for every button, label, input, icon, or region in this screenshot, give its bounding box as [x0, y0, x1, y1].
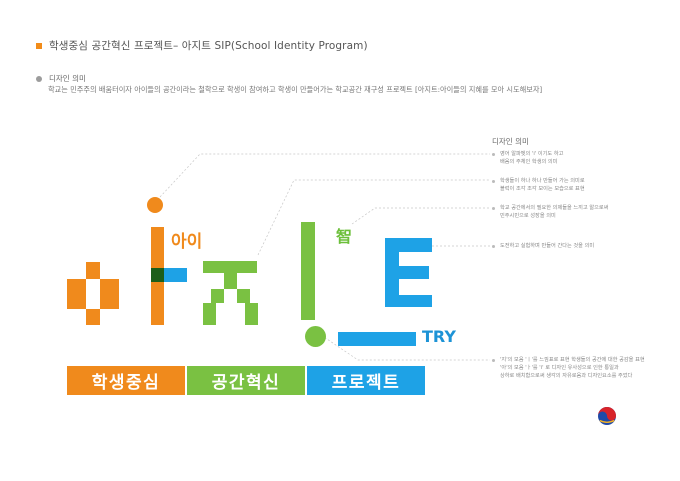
note-5: '지'의 모음 'ㅣ'를 느낌표로 표현 학생들의 공간에 대한 공감을 표현 …: [492, 356, 645, 380]
logo-e-bar: [385, 238, 432, 252]
logo-a-block: [86, 309, 100, 325]
logo-ji-block: [224, 273, 237, 289]
note-5-line-1: '지'의 모음 'ㅣ'를 느낌표로 표현 학생들의 공간에 대한 공감을 표현: [500, 357, 645, 363]
note-3: 학교 공간에서의 필요한 의제들을 느끼고 앎으로써 민주시민으로 성장을 의미: [492, 204, 608, 220]
note-5-line-2: '아'의 모음 'ㅏ'를 'i' 로 디자인 유사성으로 인한 통일과: [500, 365, 619, 371]
leader-3: [351, 207, 490, 225]
circle-bullet-icon: [36, 75, 42, 82]
note-2: 학생들이 하나 하나 만들어 가는 의미로 블럭이 조각 조각 모이는 모습으로…: [492, 177, 585, 193]
logo-e-bar: [399, 295, 432, 307]
meaning-description: 학교는 민주주의 배움터이자 아이들의 공간이라는 철학으로 학생이 참여하고 …: [48, 85, 543, 94]
bar-project: 프로젝트: [307, 366, 425, 395]
note-2-line-1: 학생들이 하나 하나 만들어 가는 의미로: [500, 178, 585, 184]
note-3-line-2: 민주시민으로 성장을 의미: [500, 213, 556, 219]
note-dot-icon: [492, 359, 495, 362]
meaning-label: 디자인 의미: [49, 74, 86, 83]
logo-i-join: [151, 268, 164, 282]
logo-ai-label: 아이: [171, 232, 203, 252]
logo-a-block: [100, 293, 119, 309]
logo-a-block: [86, 262, 100, 279]
logo-a-block: [67, 279, 86, 293]
note-4: 도전하고 실험하며 만들어 간다는 것을 의미: [492, 242, 594, 250]
page-title: 학생중심 공간혁신 프로젝트– 아지트 SIP(School Identity …: [49, 40, 368, 52]
side-heading: 디자인 의미: [492, 137, 529, 146]
leader-1: [159, 153, 490, 198]
logo-i-arm: [164, 268, 187, 282]
note-1-line-2: 배움의 주체인 학생의 의미: [500, 159, 558, 165]
title-row: 학생중심 공간혁신 프로젝트– 아지트 SIP(School Identity …: [36, 38, 368, 53]
note-dot-icon: [492, 245, 495, 248]
square-bullet-icon: [36, 42, 42, 49]
note-1: 영어 알파벳의 'i' 이기도 하고 배움의 주체인 학생의 의미: [492, 150, 563, 166]
bar-space-innovation: 공간혁신: [187, 366, 305, 395]
note-5-line-3: 상하로 배치함으로써 생각의 자유로움과 디자인요소를 주었다: [500, 373, 633, 379]
note-4-line-1: 도전하고 실험하며 만들어 간다는 것을 의미: [500, 243, 595, 249]
note-dot-icon: [492, 207, 495, 210]
logo-ji-label: 智: [336, 227, 353, 246]
taegeuk-seal-icon: [598, 407, 616, 425]
note-2-line-2: 블럭이 조각 조각 모이는 모습으로 표현: [500, 186, 585, 192]
logo-a-block: [67, 293, 86, 309]
note-dot-icon: [492, 153, 495, 156]
logo-exclaim-stem: [301, 222, 315, 320]
note-3-line-1: 학교 공간에서의 필요한 의제들을 느끼고 앎으로써: [500, 205, 609, 211]
logo-a-block: [100, 279, 119, 293]
logo-ji-block: [203, 261, 257, 273]
slogan-bars: 학생중심 공간혁신 프로젝트: [67, 366, 425, 395]
note-1-line-1: 영어 알파벳의 'i' 이기도 하고: [500, 151, 564, 157]
logo-i-dot: [147, 197, 163, 213]
logo-base-bar: [338, 332, 416, 346]
note-dot-icon: [492, 180, 495, 183]
logo-ji-block: [211, 289, 224, 303]
leader-2: [257, 179, 490, 256]
logo-ji-block: [245, 303, 258, 325]
logo-exclaim-dot: [305, 326, 326, 347]
logo-e-stem: [385, 252, 399, 307]
bar-student-centered: 학생중심: [67, 366, 185, 395]
logo-ji-block: [237, 289, 250, 303]
logo-ji-block: [203, 303, 216, 325]
logo-try-label: TRY: [422, 327, 456, 346]
meaning-heading: 디자인 의미: [36, 73, 86, 84]
logo-i-stem: [151, 282, 164, 325]
logo-i-stem: [151, 227, 164, 268]
logo-e-bar: [399, 266, 429, 279]
